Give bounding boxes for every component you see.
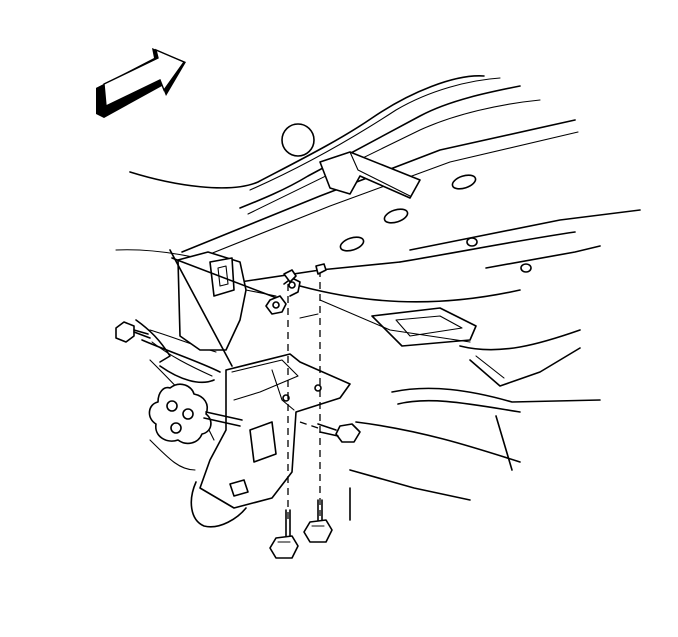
underbody-channel [319, 151, 421, 199]
bracket-bolt-right [299, 421, 361, 443]
lower-bolt-left [269, 509, 299, 559]
rubber-insulator-hanger [148, 383, 243, 445]
wire-loop [190, 481, 247, 528]
mounting-nut [265, 277, 319, 319]
floor-pan-slots [339, 174, 532, 273]
lower-bolt-right [303, 499, 333, 543]
frame-bracket [169, 249, 283, 367]
direction-arrow [96, 48, 186, 118]
exhaust-mounting-bracket [199, 353, 351, 509]
alignment-lines [287, 270, 321, 524]
upper-studs [283, 263, 327, 283]
bracket-bolt-left [115, 321, 213, 377]
round-plug [281, 123, 315, 157]
